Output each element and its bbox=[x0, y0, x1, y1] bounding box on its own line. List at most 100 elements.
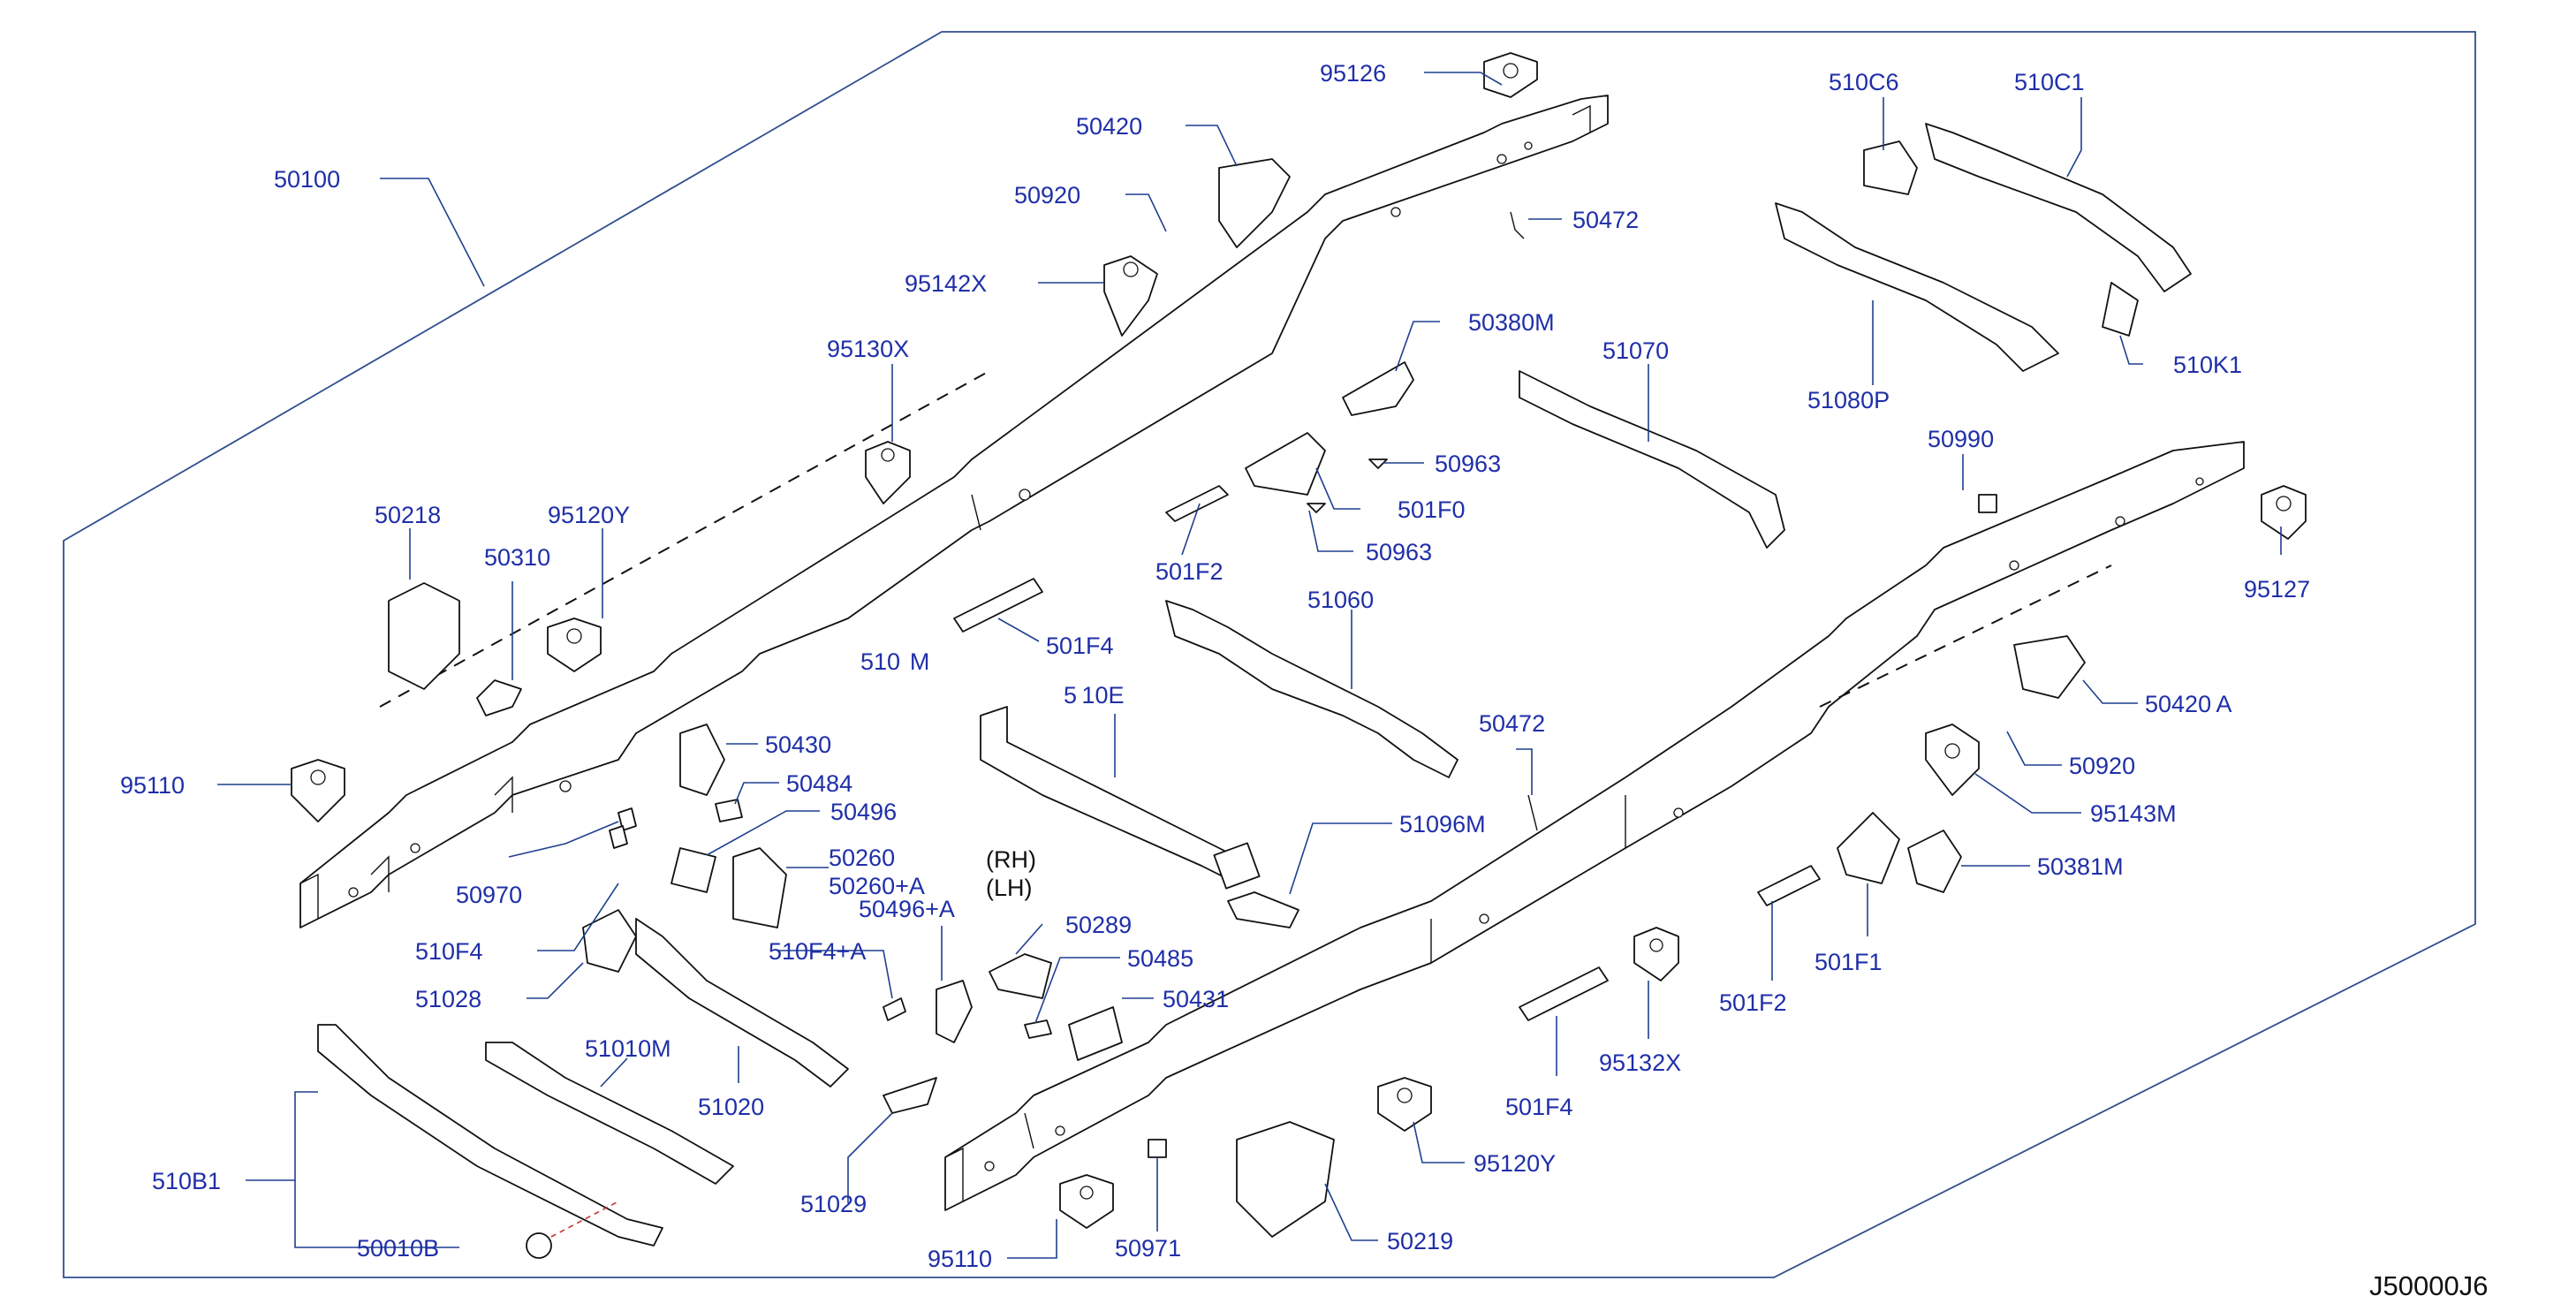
label-95120Y-bot: 95120Y bbox=[1474, 1150, 1556, 1177]
label-95143M: 95143M bbox=[2090, 800, 2177, 827]
bracket-501F0 bbox=[1245, 432, 1326, 496]
mount-95130X bbox=[865, 441, 911, 504]
mount-95110-left bbox=[291, 759, 345, 822]
label-50484: 50484 bbox=[786, 770, 852, 797]
label-50219: 50219 bbox=[1387, 1228, 1453, 1254]
bracket-50260 bbox=[732, 847, 787, 928]
bracket-50218 bbox=[388, 582, 460, 690]
bracket-50420 bbox=[1218, 158, 1291, 248]
bracket-50431 bbox=[1068, 1006, 1123, 1061]
bracket-50485 bbox=[1024, 1019, 1052, 1039]
label-510B1: 510B1 bbox=[152, 1168, 221, 1194]
bracket-50219 bbox=[1236, 1121, 1335, 1238]
label-50381M: 50381M bbox=[2037, 853, 2124, 880]
label-501F4-top: 501F4 bbox=[1046, 633, 1114, 659]
label-95142X: 95142X bbox=[905, 270, 987, 297]
mount-95120Y-top bbox=[547, 618, 602, 672]
crossmember-510B1 bbox=[317, 1024, 663, 1247]
mount-95132X bbox=[1633, 927, 1679, 981]
label-501F2-top: 501F2 bbox=[1155, 558, 1224, 585]
bracket-50496 bbox=[671, 847, 716, 893]
bracket-50420A bbox=[2013, 635, 2086, 699]
leader-lines bbox=[217, 72, 2282, 1259]
label-50920-top: 50920 bbox=[1014, 182, 1080, 208]
label-501F4-bot: 501F4 bbox=[1505, 1094, 1573, 1120]
label-510-M: 510 M bbox=[860, 648, 929, 675]
bracket-50970 bbox=[617, 807, 637, 831]
note-lh: (LH) bbox=[986, 875, 1033, 901]
bracket-50289 bbox=[989, 953, 1052, 999]
label-51010M: 51010M bbox=[585, 1035, 671, 1062]
label-50260: 50260 bbox=[829, 845, 895, 871]
label-51020: 51020 bbox=[698, 1094, 764, 1120]
label-51070: 51070 bbox=[1602, 337, 1669, 364]
bracket-50496A bbox=[936, 980, 973, 1043]
mount-95127 bbox=[2261, 485, 2307, 540]
label-51029: 51029 bbox=[800, 1191, 867, 1217]
label-510E: 5 10E bbox=[1064, 682, 1124, 709]
nut-50010B bbox=[526, 1232, 552, 1259]
label-95130X: 95130X bbox=[827, 336, 909, 362]
crossmember-51020 bbox=[635, 918, 849, 1087]
label-95110-bot: 95110 bbox=[928, 1246, 992, 1272]
crossmember-510C1 bbox=[1925, 123, 2192, 292]
label-51096M: 51096M bbox=[1399, 811, 1486, 837]
nut-guide-dash bbox=[550, 1201, 619, 1238]
rail-break-dash-right bbox=[1819, 565, 2112, 708]
label-50970: 50970 bbox=[456, 882, 522, 908]
label-501F0: 501F0 bbox=[1398, 496, 1466, 523]
left-frame-rail bbox=[299, 95, 1609, 928]
crossmember-51080P bbox=[1775, 202, 2059, 372]
label-50472-mid: 50472 bbox=[1479, 710, 1545, 737]
label-50963-b: 50963 bbox=[1366, 539, 1432, 565]
label-50963-a: 50963 bbox=[1435, 451, 1501, 477]
bracket-50380M bbox=[1342, 361, 1414, 416]
label-95127: 95127 bbox=[2244, 576, 2310, 602]
crossmember-51060 bbox=[1165, 600, 1458, 778]
bracket-501F2-bot bbox=[1757, 865, 1821, 906]
label-50010B: 50010B bbox=[357, 1235, 439, 1262]
label-510K1: 510K1 bbox=[2173, 352, 2242, 378]
label-50990: 50990 bbox=[1928, 426, 1994, 452]
label-501F2-bot: 501F2 bbox=[1719, 989, 1787, 1016]
label-50485: 50485 bbox=[1127, 945, 1193, 972]
label-51080P: 51080P bbox=[1807, 387, 1890, 413]
bracket-51028 bbox=[582, 909, 637, 973]
diagram-border bbox=[63, 31, 2476, 1278]
label-50218: 50218 bbox=[375, 502, 441, 528]
note-rh: (RH) bbox=[986, 846, 1036, 873]
label-95126: 95126 bbox=[1320, 60, 1386, 87]
label-95110-left: 95110 bbox=[120, 772, 185, 799]
label-95120Y-top: 95120Y bbox=[548, 502, 630, 528]
label-50430: 50430 bbox=[765, 731, 831, 758]
label-50380M: 50380M bbox=[1468, 309, 1555, 336]
mount-95110-bot bbox=[1059, 1174, 1114, 1229]
label-50971: 50971 bbox=[1115, 1235, 1181, 1262]
bracket-50310 bbox=[476, 679, 522, 716]
label-50289: 50289 bbox=[1065, 912, 1132, 938]
label-510F4: 510F4 bbox=[415, 938, 483, 965]
label-95132X: 95132X bbox=[1599, 1050, 1681, 1076]
bracket-510C6 bbox=[1863, 140, 1918, 195]
bracket-50430 bbox=[679, 724, 725, 796]
bracket-501F4-top bbox=[953, 578, 1043, 633]
label-51028: 51028 bbox=[415, 986, 481, 1012]
clip-50963-b bbox=[1307, 503, 1326, 513]
clip-50963-a bbox=[1368, 458, 1388, 469]
mount-95120Y-bot bbox=[1377, 1077, 1432, 1132]
bracket-501F4-bot bbox=[1519, 966, 1609, 1021]
label-50496A: 50496+A bbox=[859, 896, 955, 922]
clip-50971 bbox=[1148, 1139, 1167, 1158]
mount-95143M bbox=[1925, 724, 1980, 796]
bracket-51096M bbox=[1227, 891, 1299, 928]
crossmember-51010M bbox=[485, 1042, 734, 1185]
bracket-501F1 bbox=[1837, 812, 1900, 884]
label-51060: 51060 bbox=[1307, 587, 1374, 613]
label-501F1: 501F1 bbox=[1815, 949, 1883, 975]
label-510C1: 510C1 bbox=[2014, 69, 2085, 95]
bracket-510F4A bbox=[883, 997, 906, 1021]
label-50310: 50310 bbox=[484, 544, 550, 571]
label-50100: 50100 bbox=[274, 166, 340, 193]
bracket-510K1 bbox=[2102, 282, 2139, 337]
bracket-50484 bbox=[715, 799, 743, 822]
